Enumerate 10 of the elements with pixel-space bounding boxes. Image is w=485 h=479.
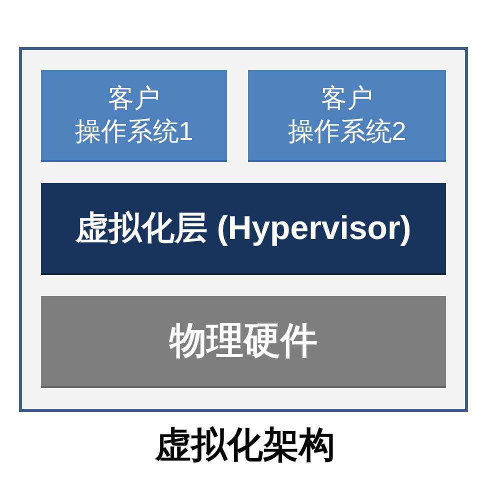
node-label: 客户操作系统2 xyxy=(286,82,408,148)
layer-box xyxy=(41,296,446,388)
os-box xyxy=(248,70,446,162)
node-label: 物理硬件 xyxy=(170,319,318,363)
node-label: 客户操作系统1 xyxy=(74,82,194,148)
layer-box xyxy=(41,183,446,275)
outer-frame xyxy=(19,47,468,412)
node-label: 虚拟化层 (Hypervisor) xyxy=(76,208,412,248)
os-box xyxy=(41,70,227,162)
diagram-title: 虚拟化架构 xyxy=(155,423,335,467)
